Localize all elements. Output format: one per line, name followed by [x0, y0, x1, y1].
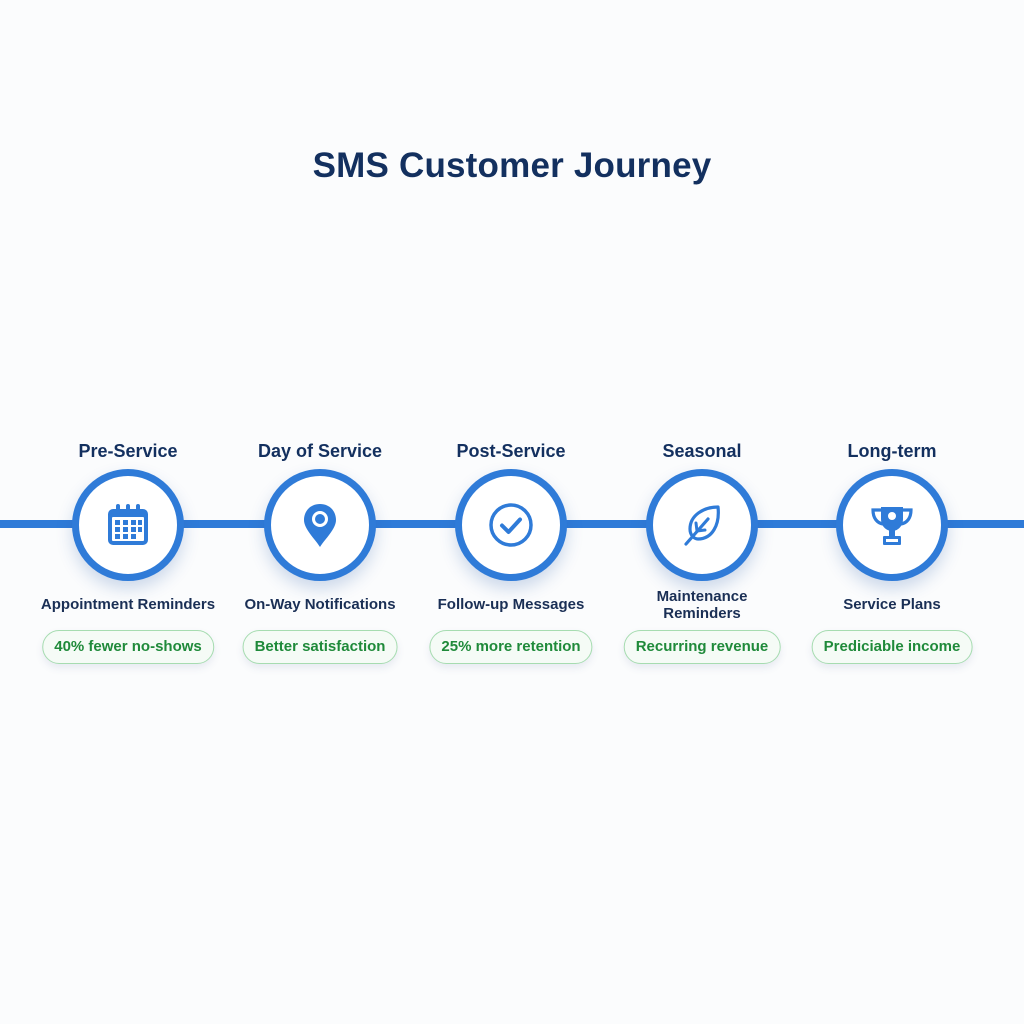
- stage-node: [72, 469, 184, 581]
- calendar-icon: [108, 504, 148, 545]
- leaf-icon: [684, 505, 720, 546]
- trophy-icon: [871, 507, 913, 545]
- stage-label: Post-Service: [456, 441, 566, 461]
- page-title: SMS Customer Journey: [312, 146, 712, 185]
- stage-label: Day of Service: [257, 441, 383, 461]
- stage-node: [836, 469, 948, 581]
- stage-description-line: Maintenance: [656, 588, 748, 605]
- stage-node: [264, 469, 376, 581]
- stage-badge: 40% fewer no-shows: [42, 630, 214, 664]
- stage-description: Follow-up Messages: [437, 596, 585, 613]
- stage-label: Pre-Service: [78, 441, 178, 461]
- stage-description: Maintenance Reminders: [602, 588, 802, 622]
- stage-description: Appointment Reminders: [40, 596, 216, 613]
- stage-node: [646, 469, 758, 581]
- stage-badge: 25% more retention: [429, 630, 593, 664]
- stage-badge: Recurring revenue: [623, 630, 781, 664]
- stage-badge: Prediciable income: [811, 630, 973, 664]
- stage-label: Seasonal: [662, 441, 742, 461]
- stage-description: Service Plans: [843, 596, 941, 613]
- stage-label: Long-term: [847, 441, 937, 461]
- stage-node: [455, 469, 567, 581]
- map-pin-icon: [304, 504, 336, 547]
- stage-description-line: Reminders: [663, 605, 741, 622]
- stage-description: On-Way Notifications: [244, 596, 396, 613]
- check-circle-icon: [489, 503, 533, 547]
- stage-badge: Better satisfaction: [242, 630, 398, 664]
